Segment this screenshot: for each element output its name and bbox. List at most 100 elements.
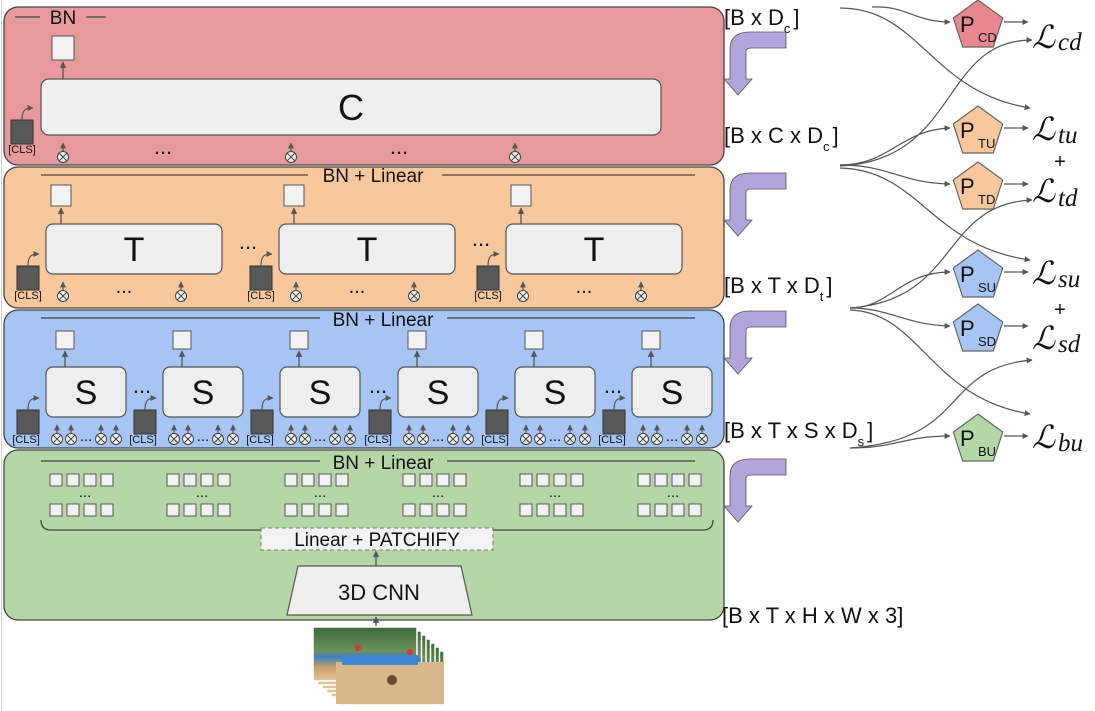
ellipsis: ... [349,276,366,298]
patch-token [654,473,668,487]
positional-add-icon-x [228,434,238,444]
patch-token [301,473,315,487]
cls-arrow [144,395,157,411]
cls-arrow [260,251,273,267]
ellipsis: ... [390,134,408,159]
patch-token [402,473,416,487]
cls-arrow [21,105,34,121]
loss-bu: ℒ bu [1032,419,1083,457]
patch-token [217,473,231,487]
cls-token [16,265,40,291]
patch-token [519,473,533,487]
svg-text:ℒ: ℒ [1032,320,1056,356]
plus-tube: + [1054,151,1066,173]
ellipsis: ... [80,428,93,445]
snippet-bn-linear-label: BN + Linear [333,310,435,331]
cls-label: [CLS] [129,434,157,446]
projector-cd-sub: CD [978,30,997,45]
patch-token [637,503,651,517]
patch-token [100,503,114,517]
projector-bu-sub: BU [978,444,996,459]
linear-patchify-box [260,527,494,551]
patch-token [83,473,97,487]
linear-patchify-label: Linear + PATCHIFY [294,530,460,551]
patch-token [166,503,180,517]
projector-su [952,249,1004,298]
patch-token [419,503,433,517]
snippet-output-token [407,330,427,350]
patch-token [570,503,584,517]
patch-token [570,473,584,487]
snippet-output-token [172,330,192,350]
shape-input: [B x T x H x W x 3] [722,603,903,628]
patch-token [301,503,315,517]
tube-output-token [283,184,305,207]
patch-token [519,503,533,517]
loss-cd: ℒ cd [1032,19,1082,56]
positional-add-icon-x [300,434,310,444]
patch-token [536,503,550,517]
3d-cnn-label: 3D CNN [338,580,420,605]
positional-add-icon-x [345,434,355,444]
frame-official [355,645,361,651]
projector-sd [952,303,1004,352]
svg-text:ℒ: ℒ [1032,255,1056,291]
projector-su-label: P [960,262,975,287]
cls-arrow [27,395,40,411]
shape-b-dc: [B x Dc] [724,5,800,36]
positional-add-icon-x [580,434,590,444]
patch-token [335,473,349,487]
ellipsis: ... [79,484,92,501]
ellipsis: ... [197,428,210,445]
patch-token [318,503,332,517]
ellipsis: ... [576,276,593,298]
snippet-block-label: S [192,374,215,412]
snippet-transformer-block [514,366,596,418]
patch-token [553,473,567,487]
tube-output-token [510,184,532,207]
cls-token [10,119,34,145]
ellipsis: ... [239,229,257,254]
snippet-transformer-block [631,366,713,418]
patch-token [284,473,298,487]
svg-text:cd: cd [1058,29,1082,56]
projector-tu-sub: TU [978,136,995,151]
patch-token [217,503,231,517]
snippet-transformer-block [279,366,361,418]
positional-add-icon-x [404,434,414,444]
patch-token [66,503,80,517]
patch-token [453,503,467,517]
ellipsis: ... [667,484,680,501]
patch-token [536,473,550,487]
shape-b-t-dt: [B x T x Dt] [724,273,833,304]
patch-token [671,473,685,487]
patch-token [335,503,349,517]
positional-add-icon-x [463,434,473,444]
cls-label: [CLS] [247,290,275,302]
snippet-transformer-block [397,366,479,418]
downsample-arrow-icon [723,31,787,96]
patch-token [284,503,298,517]
patch-token [654,503,668,517]
positional-add-icon-x [448,434,458,444]
frame-athlete [387,675,397,685]
positional-add-icon-x [518,291,528,301]
loss-td: ℒ td [1032,173,1078,212]
svg-text:ℒ: ℒ [1032,19,1056,55]
cls-arrow [379,395,392,411]
shape-b-c-dc: [B x C x Dc] [724,123,839,154]
downsample-arrow-icon [723,310,787,375]
tube-block-label: T [584,231,605,269]
svg-text:su: su [1058,266,1080,293]
tube-block-label: T [357,231,378,269]
clip-output-token [51,35,75,61]
positional-add-icon-x [52,434,62,444]
cls-token [368,409,392,435]
snippet-output-token [289,330,309,350]
ellipsis: ... [549,484,562,501]
snippet-output-token [641,330,661,350]
cls-token [602,409,626,435]
svg-text:tu: tu [1058,122,1077,149]
positional-add-icon-x [66,434,76,444]
positional-add-icon-x [286,152,296,162]
